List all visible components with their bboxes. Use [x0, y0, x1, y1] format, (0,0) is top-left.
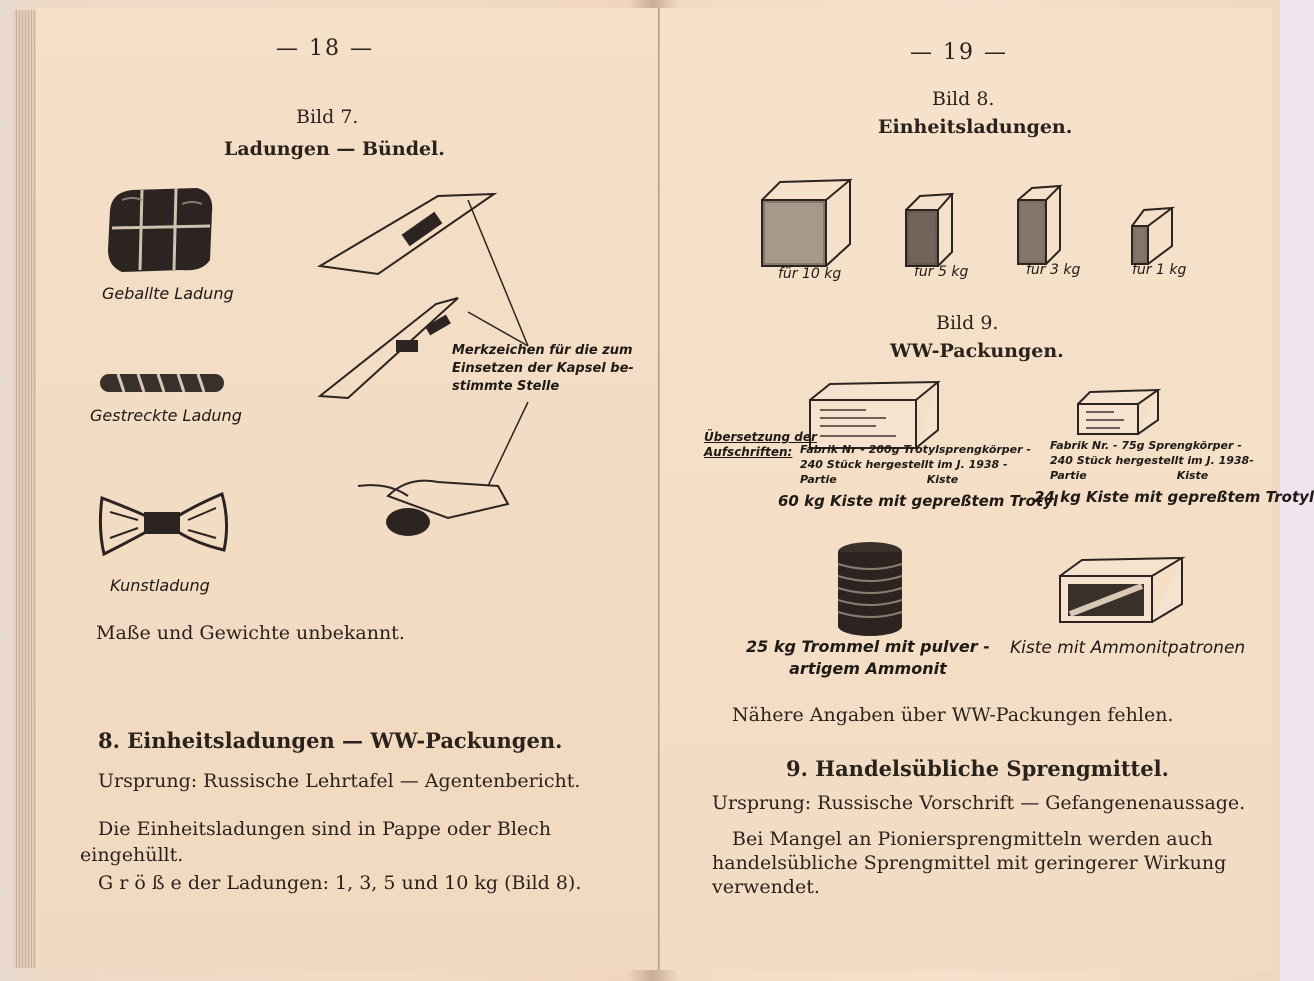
crate-24kg-drawing: [1077, 388, 1162, 435]
origin-line: Ursprung: Russische Vorschrift — Gefange…: [712, 792, 1246, 814]
box-label-10kg: für 10 kg: [778, 266, 842, 282]
einheitsladungen-boxes: [761, 178, 1176, 267]
page-number: — 18 —: [276, 36, 374, 61]
merkzeichen-annotation: Merkzeichen für die zum Einsetzen der Ka…: [452, 342, 634, 396]
figure-9-caption: WW-Packungen.: [890, 340, 1064, 362]
crate-24kg-label: 24 kg Kiste mit gepreßtem Trotyl: [1034, 488, 1314, 506]
crate-60kg-inscription: Fabrik Nr - 200g Trotylsprengkörper - 24…: [800, 442, 1031, 487]
box-10kg: [761, 178, 853, 267]
geballte-ladung-label: Geballte Ladung: [102, 284, 234, 303]
gestreckte-ladung-label: Gestreckte Ladung: [90, 406, 242, 425]
crate-24kg-line-2: 240 Stück hergestellt im J. 1938-: [1050, 454, 1254, 467]
box-label-1kg: für 1 kg: [1132, 262, 1187, 278]
crate-24kg-partie: Partie: [1050, 469, 1087, 482]
page-edges: [14, 10, 38, 968]
ammonit-crate-label: Kiste mit Ammonitpatronen: [1010, 638, 1246, 658]
box-label-3kg: für 3 kg: [1026, 262, 1081, 278]
note-packungen: Nähere Angaben über WW-Packungen fehlen.: [732, 704, 1174, 726]
section-heading-8: 8. Einheitsladungen — WW-Packungen.: [98, 728, 563, 753]
origin-line: Ursprung: Russische Lehrtafel — Agentenb…: [98, 770, 581, 792]
box-label-5kg: für 5 kg: [914, 264, 969, 280]
paragraph-line-2: handelsübliche Sprengmittel mit geringer…: [712, 852, 1227, 874]
paragraph-2: G r ö ß e der Ladungen: 1, 3, 5 und 10 k…: [98, 872, 582, 894]
note-unknown: Maße und Gewichte unbekannt.: [96, 622, 405, 644]
page-number: — 19 —: [910, 40, 1008, 65]
figure-9-title: Bild 9.: [936, 312, 999, 334]
merkzeichen-line-3: stimmte Stelle: [452, 379, 560, 394]
drum-label: 25 kg Trommel mit pulver - artigem Ammon…: [746, 636, 990, 680]
crate-24kg-line-3: Partie Kiste: [1050, 468, 1254, 483]
uebersetzung-line-2: Aufschriften:: [704, 445, 793, 459]
ammonit-drum-drawing: [837, 542, 903, 636]
merkzeichen-line-1: Merkzeichen für die zum: [452, 343, 633, 358]
right-page: — 19 — Bild 8. Einheitsladungen. für 10 …: [660, 8, 1314, 970]
section-heading-9: 9. Handelsübliche Sprengmittel.: [786, 756, 1169, 781]
uebersetzung-line-1: Übersetzung der: [704, 430, 817, 444]
paragraph-1-line-2: eingehüllt.: [80, 844, 184, 866]
crate-60kg-drawing: [809, 380, 941, 449]
crate-60kg-line-3: Partie Kiste: [800, 472, 1031, 487]
gestreckte-ladung-drawing: [100, 373, 224, 393]
crate-24kg-line-1: Fabrik Nr. - 75g Sprengkörper -: [1050, 439, 1242, 452]
merkzeichen-line-2: Einsetzen der Kapsel be-: [452, 361, 634, 376]
crate-60kg-label: 60 kg Kiste mit gepreßtem Trotyl: [778, 492, 1059, 510]
drum-label-line-2: artigem Ammonit: [789, 659, 947, 678]
figure-title: Bild 7.: [296, 106, 359, 128]
crate-60kg-line-1: Fabrik Nr - 200g Trotylsprengkörper -: [800, 443, 1031, 456]
drum-label-line-1: 25 kg Trommel mit pulver -: [746, 637, 990, 656]
box-3kg: [1017, 184, 1063, 265]
figure-caption: Ladungen — Bündel.: [224, 138, 445, 160]
kunstladung-label: Kunstladung: [110, 576, 210, 595]
paragraph-line-3: verwendet.: [712, 876, 820, 898]
figure-8-caption: Einheitsladungen.: [878, 116, 1073, 138]
paragraph-1-line-1: Die Einheitsladungen sind in Pappe oder …: [98, 818, 552, 840]
paragraph-line-1: Bei Mangel an Pioniersprengmitteln werde…: [732, 828, 1213, 850]
box-1kg: [1131, 206, 1176, 265]
crate-60kg-line-2: 240 Stück hergestellt im J. 1938 -: [800, 458, 1008, 471]
crate-60kg-partie: Partie: [800, 473, 837, 486]
figure-8-title: Bild 8.: [932, 88, 995, 110]
box-5kg: [905, 192, 955, 267]
uebersetzung-note: Übersetzung der Aufschriften:: [704, 430, 817, 460]
kunstladung-drawing: [98, 491, 229, 557]
left-page: — 18 — Bild 7. Ladungen — Bündel. Geball…: [36, 8, 659, 970]
crate-24kg-kiste: Kiste: [1176, 469, 1209, 482]
crate-24kg-inscription: Fabrik Nr. - 75g Sprengkörper - 240 Stüc…: [1050, 438, 1254, 483]
sprengladung-merkzeichen-drawing: [317, 192, 529, 536]
ammonit-crate-drawing: [1059, 556, 1186, 623]
geballte-ladung-drawing: [108, 187, 213, 272]
crate-60kg-kiste: Kiste: [926, 473, 959, 486]
